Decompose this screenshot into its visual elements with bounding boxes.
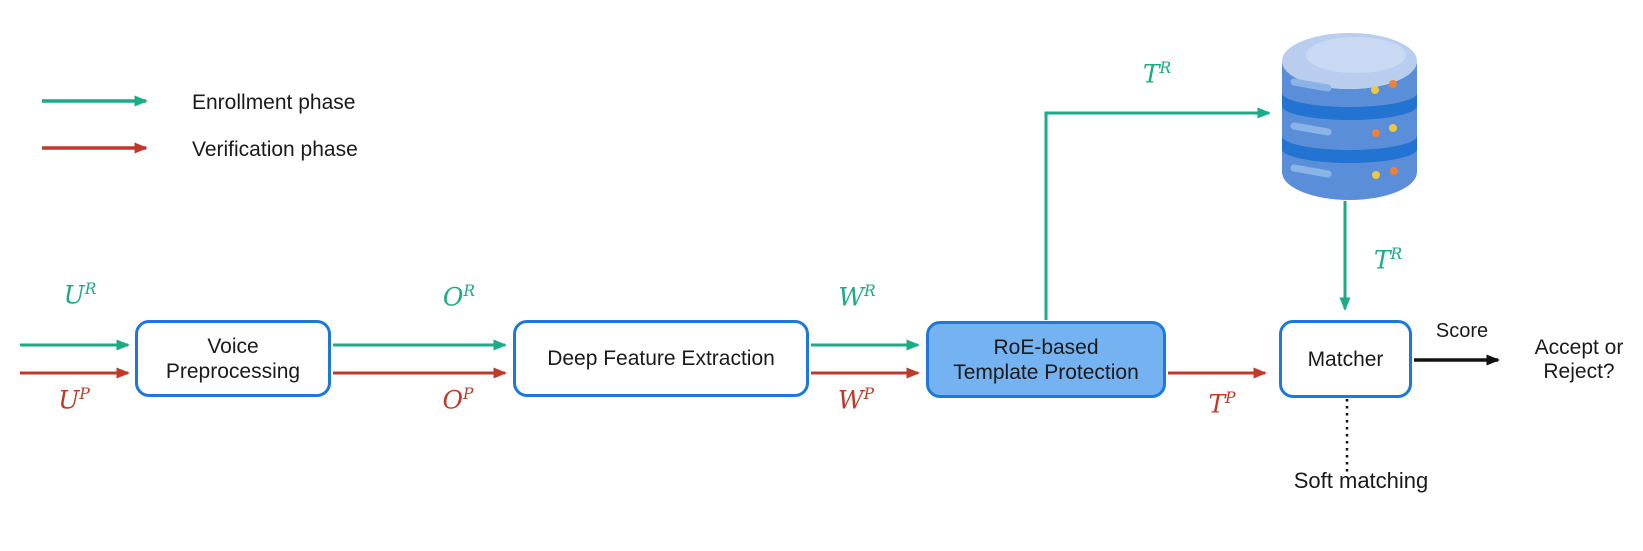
node-deep-feature-extraction-label: Deep Feature Extraction (547, 347, 775, 370)
label-o-r: OR (442, 282, 476, 312)
label-u-r: UR (63, 280, 97, 310)
node-voice-preprocessing-label: Voice Preprocessing (165, 334, 301, 383)
node-matcher: Matcher (1279, 320, 1412, 398)
label-t-p: TP (1208, 389, 1236, 419)
node-voice-preprocessing: Voice Preprocessing (135, 320, 331, 397)
node-roe-template-protection-label-line1: RoE-based (993, 335, 1099, 359)
label-w-r: WR (838, 282, 876, 312)
label-u-p: UP (58, 385, 90, 415)
protection-to-database-enrollment-arrow (1044, 107, 1271, 320)
label-t-r-to-database: TR (1142, 59, 1172, 89)
decision-label: Accept or Reject? (1534, 336, 1624, 383)
node-roe-template-protection-label-line2: Template Protection (953, 360, 1139, 384)
node-roe-template-protection: RoE-based Template Protection (926, 321, 1166, 398)
label-o-p: OP (442, 385, 474, 415)
legend-verification-label: Verification phase (192, 138, 358, 161)
node-matcher-label: Matcher (1307, 347, 1384, 371)
database-icon (1282, 33, 1417, 201)
node-deep-feature-extraction: Deep Feature Extraction (513, 320, 809, 397)
score-label: Score (1435, 320, 1489, 342)
legend-enrollment-label: Enrollment phase (192, 91, 356, 114)
label-w-p: WP (837, 385, 875, 415)
soft-matching-label: Soft matching (1293, 468, 1429, 493)
label-t-r-to-matcher: TR (1373, 245, 1403, 275)
